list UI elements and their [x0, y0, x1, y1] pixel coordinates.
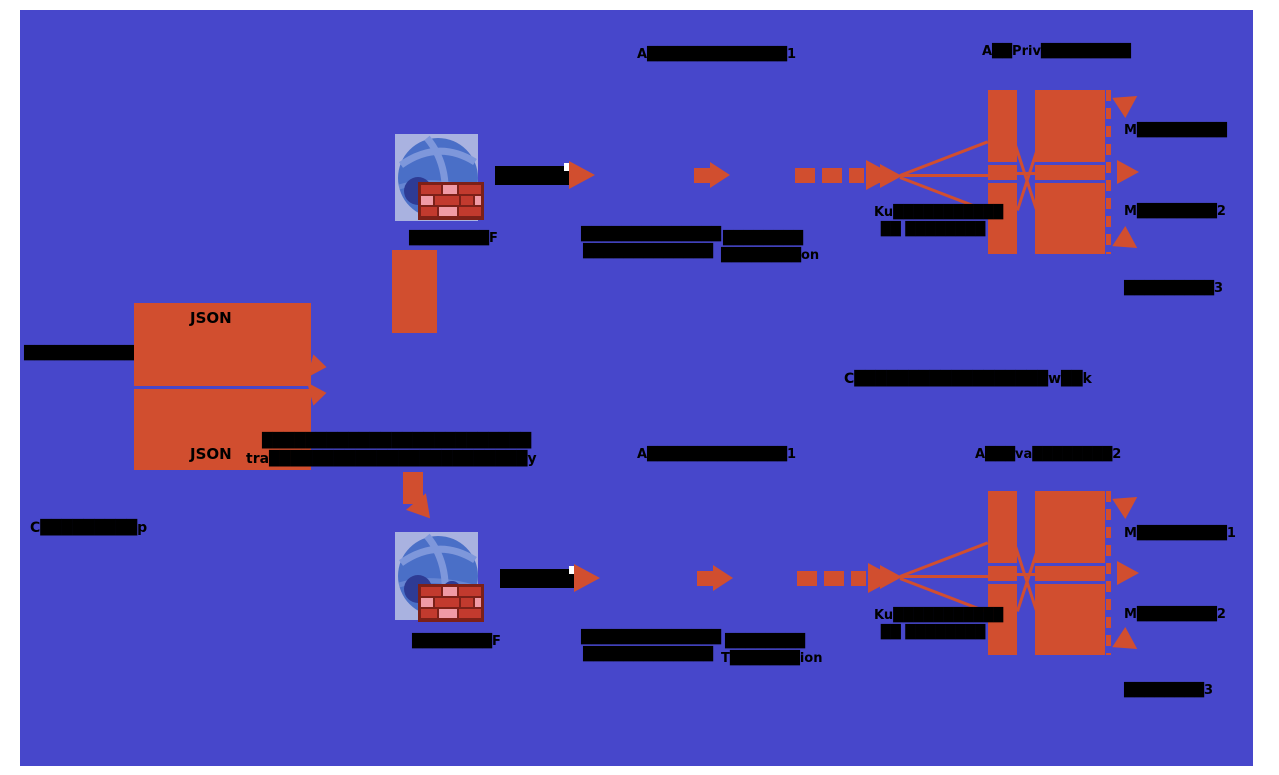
arrow3-dash: [797, 571, 817, 586]
cluster-in-arrowhead-icon: [880, 565, 902, 589]
region2-microservice-1: M█████████1: [1124, 526, 1236, 541]
connector-up-bar: [392, 250, 437, 333]
json-label-bottom: JSON: [190, 445, 232, 463]
front-door-label-top: ████████F: [409, 231, 498, 246]
arrow3-dash: [849, 168, 864, 183]
arrow2-dash: [694, 168, 710, 183]
region1-ingress-note-line2: ██ ████████: [880, 222, 986, 237]
bar-separator: [988, 563, 1017, 566]
arrow2-head-icon: [710, 162, 730, 188]
connector-down-bar: [403, 472, 423, 504]
cross-line: [1017, 172, 1035, 175]
region1-microservice-1: M█████████: [1124, 123, 1227, 138]
region2-tunnel-note-line1: ████████: [725, 634, 805, 649]
cluster-boundary-dashed-line: [1106, 90, 1111, 254]
bar-separator: [1035, 162, 1105, 165]
region2-tunnel-note-line2: T███████ion: [721, 651, 823, 666]
firewall-icon: [418, 182, 484, 220]
bar-separator: [988, 162, 1017, 165]
arrow1-head-icon: [569, 161, 595, 189]
annotation-line1: █████████████████████████: [262, 433, 532, 449]
nodepool-bar: [1035, 90, 1105, 254]
region1-gateway-note-line2: █████████████: [583, 244, 713, 259]
region2-gateway-note-line1: ██████████████: [581, 630, 721, 645]
request-label: ███████████→: [24, 346, 145, 361]
cluster-boundary-dashed-line: [1106, 491, 1111, 655]
json-banner-top: [134, 303, 311, 386]
region1-gateway-note-line1: ██████████████: [581, 227, 721, 242]
fan-line: [899, 541, 989, 578]
bar-separator: [1035, 180, 1105, 183]
cross-line: [1017, 573, 1035, 576]
region1-tunnel-note-line1: ████████: [723, 231, 803, 246]
front-door-label-bottom: ████████F: [412, 634, 501, 649]
service-arrow-icon: [1117, 160, 1139, 184]
annotation-line2: tra████████████████████████y: [246, 451, 537, 467]
cluster-in-arrow-tail: [870, 169, 882, 183]
region2-cluster-title: A███va████████2: [975, 447, 1122, 462]
region2-ingress-note-line2: ██ ████████: [880, 625, 986, 640]
nodepool-bar: [1035, 491, 1105, 655]
region2-subnet-title: A██████████████1: [637, 447, 797, 462]
arrow1-highlight: [564, 163, 572, 171]
region2-microservice-2: M████████2: [1124, 607, 1226, 622]
region2-gateway-note-line2: █████████████: [583, 647, 713, 662]
arrow3-dash: [795, 168, 815, 183]
bar-separator: [988, 581, 1017, 584]
region1-cluster-title: A██Priv█████████: [982, 44, 1131, 59]
arrow2-dash: [697, 571, 713, 586]
service-arrow-icon: [1117, 561, 1139, 585]
fan-line: [900, 575, 990, 578]
region2-ingress-note: Ku███████████ ██ ████████: [874, 607, 1004, 641]
arrow2-head-icon: [713, 565, 733, 591]
region1-microservice-2: M████████2: [1124, 204, 1226, 219]
region2-ingress-note-line1: Ku███████████: [874, 608, 1004, 623]
ingress-bar: [988, 491, 1017, 655]
json-banner-bottom: [134, 389, 311, 470]
arrow1-redacted-label: [495, 166, 569, 185]
arrow3-dash: [824, 571, 844, 586]
region1-ingress-note: Ku███████████ ██ ████████: [874, 204, 1004, 238]
region1-cluster-graphic: [870, 85, 1150, 260]
bar-separator: [1035, 563, 1105, 566]
region2-microservice-3: ████████3: [1124, 683, 1214, 698]
region1-microservice-3: █████████3: [1124, 281, 1224, 296]
service-arrow-icon: [1112, 626, 1144, 660]
service-arrow-icon: [1112, 225, 1144, 259]
service-arrow-icon: [1112, 486, 1144, 520]
cluster-in-arrow-tail: [870, 570, 882, 584]
arrow3-dash: [822, 168, 842, 183]
arrow1-head-icon: [574, 564, 600, 592]
region1-ingress-note-line1: Ku███████████: [874, 205, 1004, 220]
arrow1-redacted-label: [500, 569, 574, 588]
region1-subnet-title: A██████████████1: [637, 47, 797, 62]
firewall-icon: [418, 584, 484, 622]
customer-laptop-label: C█████████p: [30, 520, 148, 536]
service-arrow-icon: [1112, 85, 1144, 119]
cross-region-network-label: C██████████████████w██k: [844, 371, 1092, 387]
region2-cluster-graphic: [870, 486, 1150, 661]
region1-tunnel-note-line2: ████████on: [721, 248, 820, 263]
arrow1-highlight: [569, 566, 577, 574]
cluster-in-arrowhead-icon: [880, 164, 902, 188]
fan-line: [899, 140, 989, 177]
json-label-top: JSON: [190, 309, 232, 327]
fan-line: [900, 174, 990, 177]
ingress-bar: [988, 90, 1017, 254]
bar-separator: [1035, 581, 1105, 584]
bar-separator: [988, 180, 1017, 183]
arrow3-dash: [851, 571, 866, 586]
